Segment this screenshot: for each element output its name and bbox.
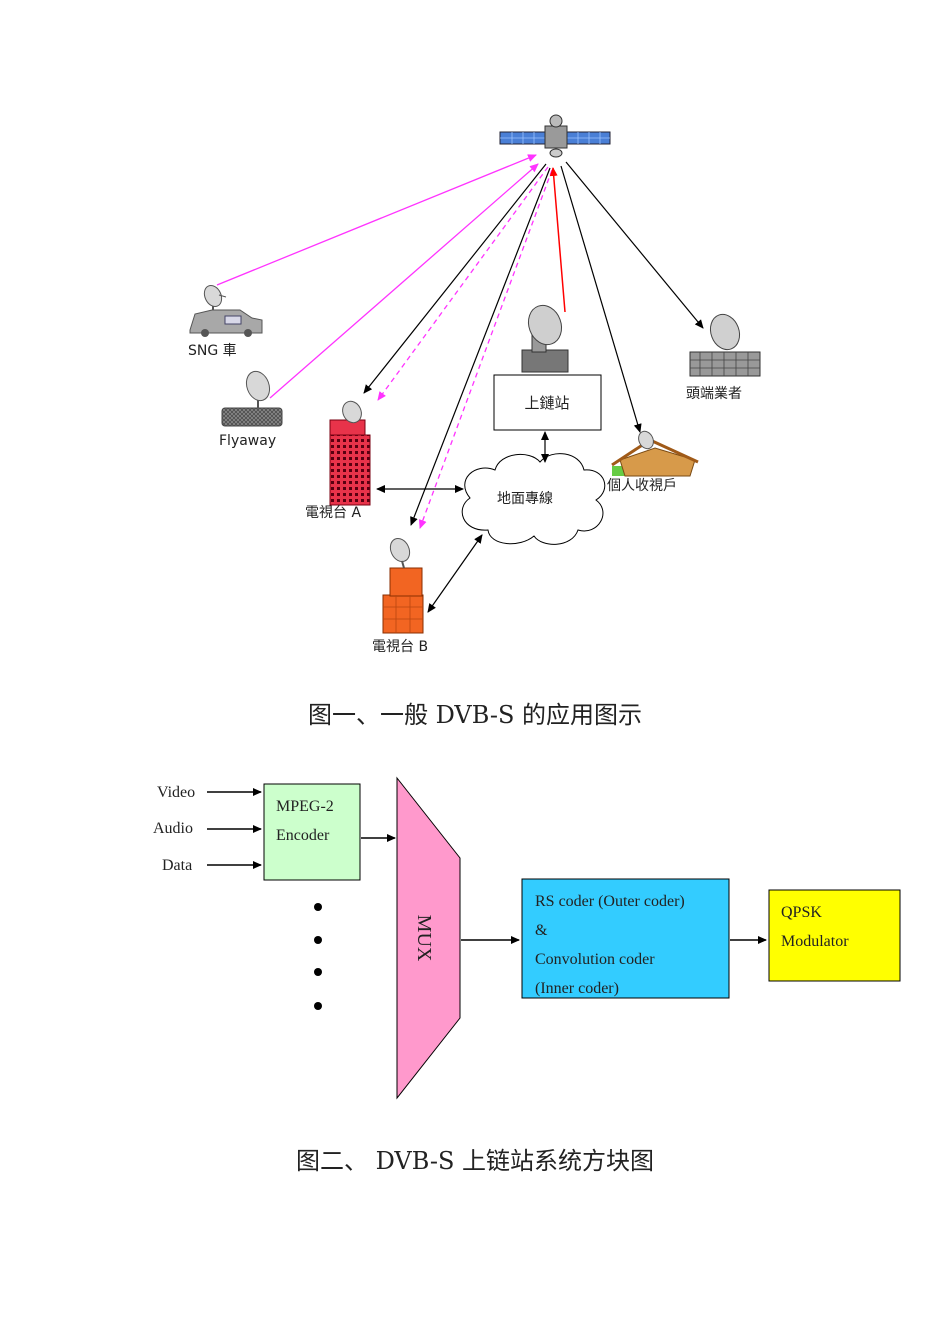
uplink-station-line bbox=[549, 167, 566, 313]
uplink-dish-icon bbox=[521, 304, 569, 373]
encoder-label-line1: MPEG-2 bbox=[276, 798, 334, 815]
downlink-home bbox=[560, 165, 642, 433]
figure-1-diagram: SNG 車 Flyaway 電視台 A 電視台 B 上鏈站 地面專線 bbox=[188, 114, 761, 655]
tv-b-dashed-line bbox=[419, 169, 553, 529]
flyaway-uplink-line bbox=[269, 163, 539, 399]
more-inputs-ellipsis bbox=[314, 903, 322, 1010]
rs-convolution-coder-box bbox=[521, 878, 730, 999]
flyaway-dish-icon bbox=[221, 370, 283, 427]
sng-uplink-line bbox=[216, 154, 537, 286]
input-data-label: Data bbox=[162, 857, 192, 874]
encoder-label-line2: Encoder bbox=[276, 827, 330, 844]
modulator-label-line1: QPSK bbox=[781, 904, 822, 921]
mpeg2-encoder-box bbox=[263, 783, 361, 881]
flyaway-label: Flyaway bbox=[219, 433, 276, 449]
coder-label-line1: RS coder (Outer coder) bbox=[535, 893, 685, 910]
input-video-label: Video bbox=[157, 784, 195, 801]
tv-a-dashed-line bbox=[377, 166, 549, 401]
home-house-icon bbox=[611, 430, 699, 477]
tv-station-a-icon bbox=[329, 400, 371, 506]
tv-a-label: 電視台 A bbox=[305, 505, 361, 521]
satellite-icon bbox=[499, 114, 611, 158]
uplink-label: 上鏈站 bbox=[524, 394, 569, 412]
modulator-label-line2: Modulator bbox=[781, 933, 849, 950]
headend-building-icon bbox=[689, 313, 761, 377]
input-audio-label: Audio bbox=[153, 820, 193, 837]
figure-2-block-diagram: Video Audio Data MPEG-2 Encoder MUX RS c… bbox=[153, 776, 901, 1100]
sng-label: SNG 車 bbox=[188, 342, 237, 359]
mux-block bbox=[396, 776, 461, 1100]
downlink-headend bbox=[565, 161, 704, 329]
home-label: 個人收視戶 bbox=[607, 478, 677, 494]
uplink-station-box bbox=[493, 374, 602, 431]
coder-label-line3: Convolution coder bbox=[535, 951, 655, 968]
terrestrial-label: 地面專線 bbox=[497, 491, 553, 507]
tv-b-label: 電視台 B bbox=[372, 639, 428, 655]
coder-label-line4: (Inner coder) bbox=[535, 980, 619, 997]
downlink-tv-b bbox=[410, 167, 551, 526]
tv-station-b-icon bbox=[382, 537, 424, 634]
figure-2-caption: 图二、 DVB-S 上链站系统方块图 bbox=[295, 1147, 655, 1175]
tv-b-cloud-link bbox=[427, 534, 483, 613]
headend-label: 頭端業者 bbox=[686, 386, 742, 402]
figure-1-caption: 图一、一般 DVB-S 的应用图示 bbox=[307, 701, 643, 729]
coder-label-line2: & bbox=[535, 922, 548, 939]
terrestrial-cloud-icon bbox=[461, 453, 606, 545]
qpsk-modulator-box bbox=[768, 889, 901, 982]
downlink-tv-a bbox=[363, 163, 547, 394]
sng-truck-icon bbox=[189, 284, 263, 337]
mux-label: MUX bbox=[413, 915, 435, 962]
